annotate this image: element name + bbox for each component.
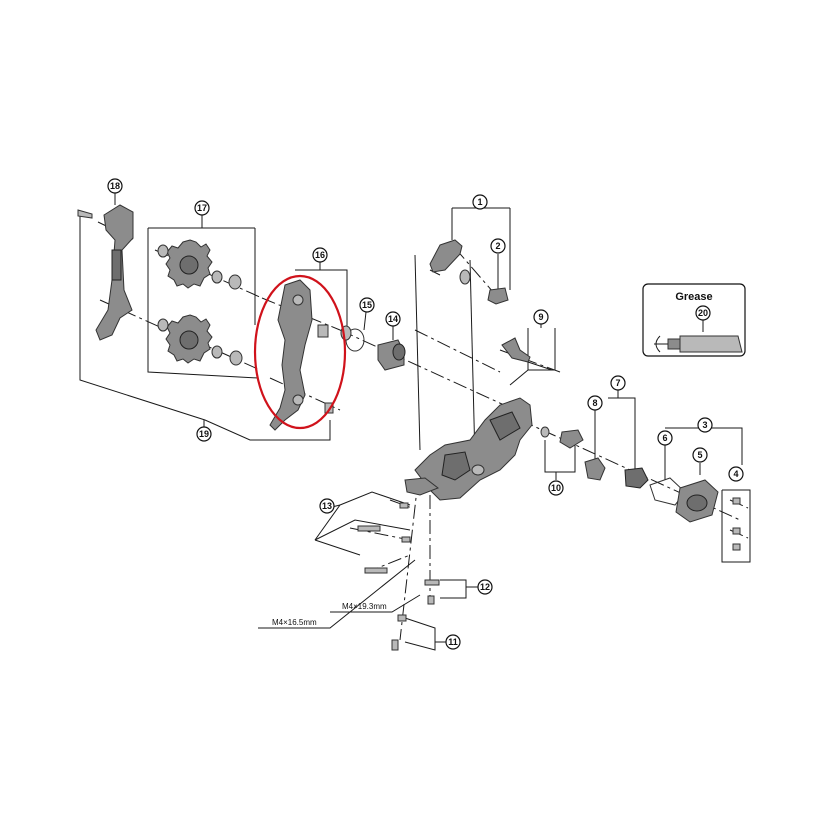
callout-16: 16: [312, 247, 328, 263]
svg-text:6: 6: [662, 433, 667, 443]
grease-tube-icon: [654, 335, 743, 353]
svg-text:11: 11: [448, 637, 458, 647]
callout-12: 12: [477, 579, 493, 595]
leader-lines: [79, 193, 751, 651]
callout-19: 19: [196, 426, 212, 442]
b-axle-parts: [429, 239, 509, 305]
svg-text:9: 9: [538, 312, 543, 322]
callout-9: 9: [533, 309, 549, 325]
adjuster-part: [540, 426, 584, 449]
callout-11: 11: [445, 634, 461, 650]
cover-parts: [649, 477, 719, 523]
svg-text:13: 13: [322, 501, 332, 511]
short-bolt-dimension: M4×19.3mm: [342, 602, 387, 611]
callout-6: 6: [657, 430, 673, 446]
callout-3: 3: [697, 417, 713, 433]
cylinder-part: [377, 339, 406, 371]
svg-text:1: 1: [477, 197, 482, 207]
callout-8: 8: [587, 395, 603, 411]
inner-plate-part: [269, 279, 334, 431]
callout-4: 4: [728, 466, 744, 482]
svg-text:2: 2: [495, 241, 500, 251]
svg-text:20: 20: [698, 308, 708, 318]
svg-text:14: 14: [388, 314, 398, 324]
svg-text:16: 16: [315, 250, 325, 260]
svg-text:3: 3: [702, 420, 707, 430]
svg-text:15: 15: [362, 300, 372, 310]
svg-text:12: 12: [480, 582, 490, 592]
callout-10: 10: [548, 480, 564, 496]
svg-text:18: 18: [110, 181, 120, 191]
bolt-parts: [357, 502, 440, 651]
lower-pulley-part: [157, 314, 243, 366]
svg-text:8: 8: [592, 398, 597, 408]
svg-text:19: 19: [199, 429, 209, 439]
callout-2: 2: [490, 238, 506, 254]
cover-screw-parts: [732, 497, 741, 551]
callout-20: 20: [695, 305, 711, 321]
grease-title: Grease: [675, 291, 712, 303]
svg-text:5: 5: [697, 450, 702, 460]
callout-5: 5: [692, 447, 708, 463]
grease-box: Grease: [642, 283, 746, 357]
main-body-part: [404, 397, 533, 501]
svg-text:17: 17: [197, 203, 207, 213]
callout-17: 17: [194, 200, 210, 216]
callout-15: 15: [359, 297, 375, 313]
highlight-ring: [253, 274, 347, 430]
long-bolt-dimension: M4×16.5mm: [272, 618, 317, 627]
callout-14: 14: [385, 311, 401, 327]
svg-text:10: 10: [551, 483, 561, 493]
callout-18: 18: [107, 178, 123, 194]
outer-plate-part: [77, 204, 134, 341]
svg-text:7: 7: [615, 378, 620, 388]
clutch-parts: [584, 457, 649, 489]
callout-1: 1: [472, 194, 488, 210]
svg-text:4: 4: [733, 469, 738, 479]
upper-pulley-part: [157, 239, 242, 290]
callout-7: 7: [610, 375, 626, 391]
callout-13: 13: [319, 498, 335, 514]
cable-fixing-part: [501, 337, 553, 371]
